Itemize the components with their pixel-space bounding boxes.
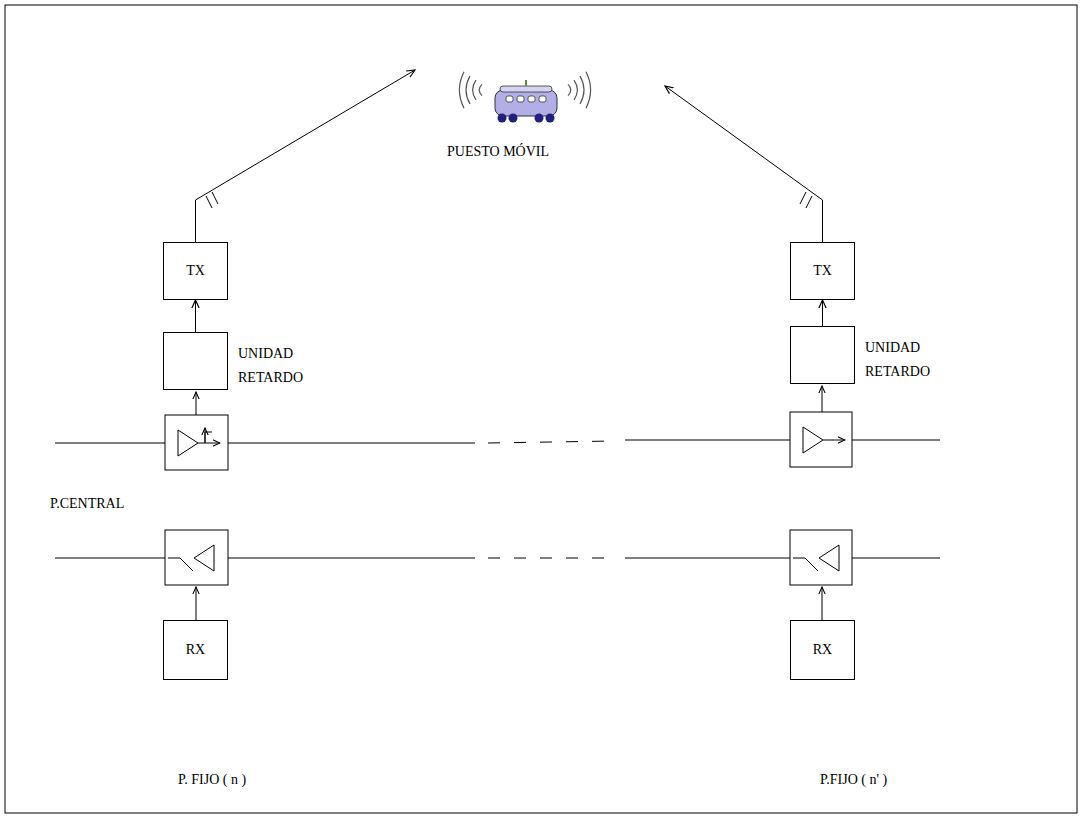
- amplifier-symbol: [625, 530, 940, 620]
- unit-label: UNIDAD RETARDO: [238, 342, 318, 390]
- radio-link: [665, 86, 823, 242]
- page-frame: [5, 5, 1077, 813]
- mobile-station: PUESTO MÓVIL: [415, 48, 665, 170]
- delay-frame: [790, 326, 855, 384]
- receiver-box: RX: [790, 620, 855, 680]
- box-label: TX: [186, 263, 205, 279]
- dashed-line: [488, 441, 615, 558]
- station-caption: P. FIJO ( n ): [178, 772, 246, 788]
- amplifier-symbol: [55, 392, 475, 470]
- amplifier-symbol: [55, 530, 475, 620]
- station-caption: P.FIJO ( n' ): [820, 772, 887, 788]
- receiver-box: RX: [163, 620, 228, 680]
- radio-link: [196, 70, 416, 242]
- box-label: RX: [186, 642, 205, 658]
- transmitter-box: TX: [790, 242, 855, 300]
- delay-frame: [163, 332, 228, 390]
- station-label: PUESTO MÓVIL: [447, 144, 549, 160]
- antenna-symbol: [206, 192, 812, 208]
- unit-label: UNIDAD RETARDO: [865, 336, 945, 384]
- box-label: TX: [813, 263, 832, 279]
- signal-arrow: [822, 300, 823, 326]
- delay-unit-box: UNIDAD RETARDO: [163, 332, 322, 392]
- signal-arrow: [195, 300, 196, 332]
- transmitter-box: TX: [163, 242, 228, 300]
- box-label: RX: [813, 642, 832, 658]
- delay-unit-box: UNIDAD RETARDO: [790, 326, 949, 386]
- station-name: P.CENTRAL: [50, 496, 124, 512]
- train-icon: [440, 60, 610, 140]
- amplifier-symbol: [625, 386, 940, 467]
